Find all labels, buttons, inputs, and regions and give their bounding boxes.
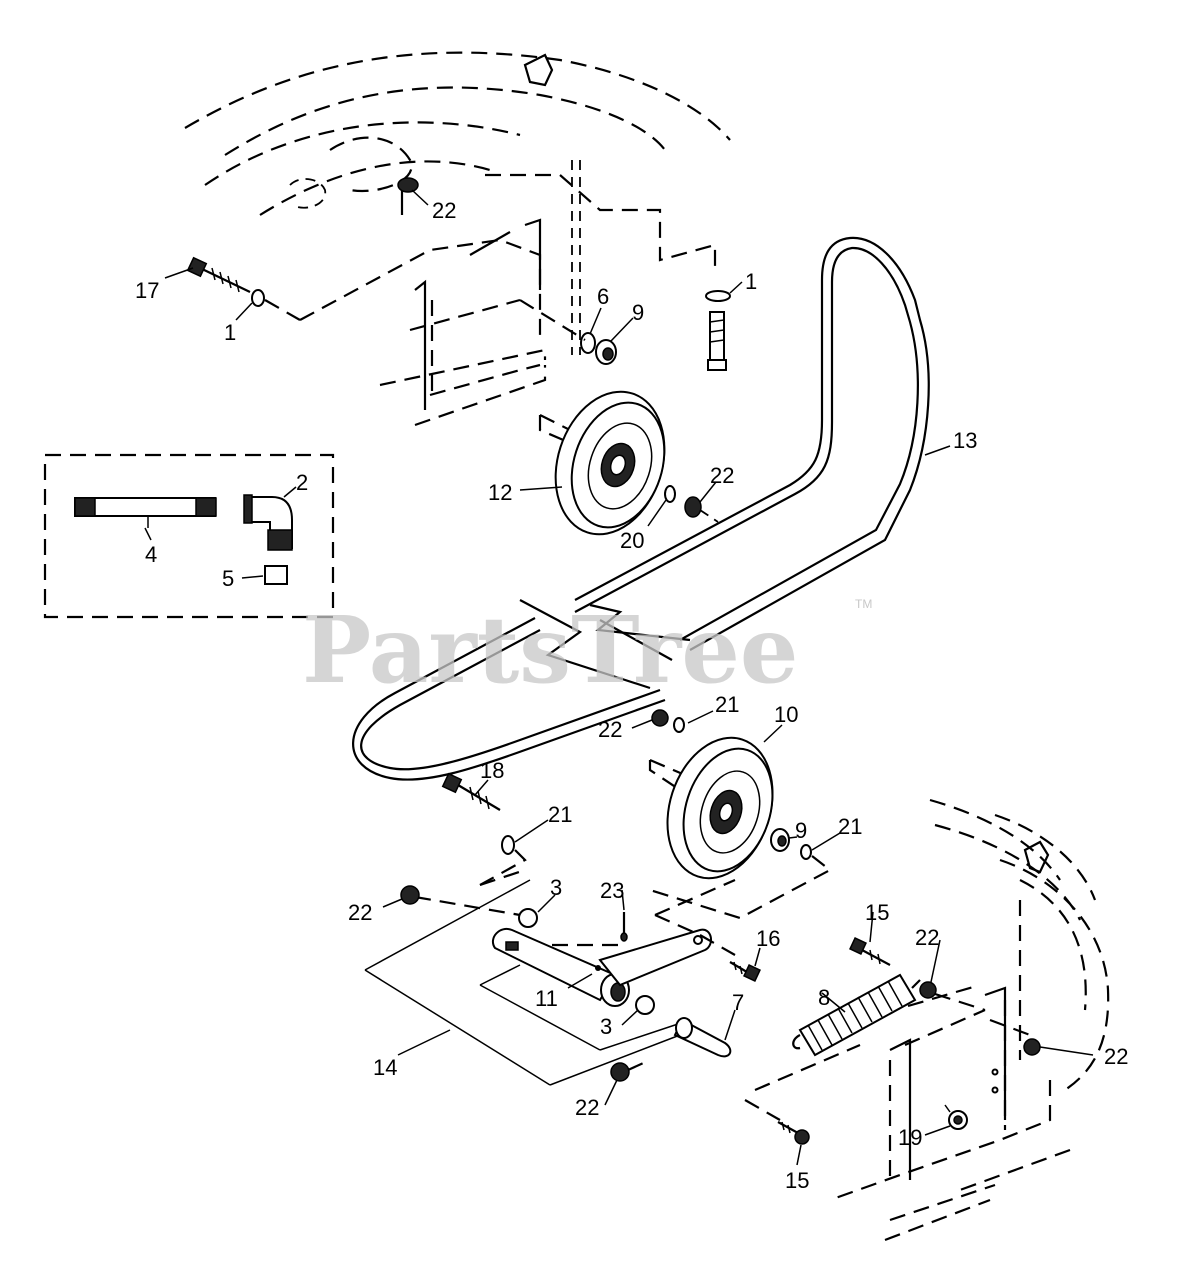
callout-14: 14 (373, 1055, 397, 1080)
nut-22-left (400, 885, 420, 905)
callout-18: 18 (480, 758, 504, 783)
nut-22-spring (919, 981, 937, 999)
spring-8 (792, 973, 921, 1057)
callout-3: 3 (600, 1014, 612, 1039)
callout-15: 15 (785, 1168, 809, 1193)
spacer-9-lower (770, 828, 790, 852)
callout-11: 11 (535, 986, 558, 1011)
watermark: PartsTree (302, 596, 798, 704)
callout-19: 19 (898, 1125, 922, 1150)
callout-labels: 22 17 1 6 9 1 13 2 4 5 12 22 20 22 21 10… (135, 198, 1128, 1193)
nut-19 (944, 1104, 968, 1130)
spacer-9-upper (595, 339, 617, 365)
upper-frame-outline (184, 51, 731, 437)
bolt-18 (441, 772, 501, 811)
pulley-10 (648, 736, 774, 880)
nut-22-upper-pulley-10 (651, 709, 669, 727)
bolt-17 (186, 256, 251, 293)
callout-3: 3 (550, 875, 562, 900)
callout-13: 13 (953, 428, 977, 453)
callout-1: 1 (745, 269, 757, 294)
washer-6 (580, 332, 596, 354)
pulley-12 (538, 390, 666, 536)
callout-7: 7 (732, 990, 744, 1015)
bolt-16 (729, 961, 761, 982)
callout-22: 22 (598, 717, 622, 742)
callout-9: 9 (632, 300, 644, 325)
callout-2: 2 (296, 470, 308, 495)
callout-15: 15 (865, 900, 889, 925)
washer-21-pulley-10-top (673, 717, 685, 733)
washer-21-pulley-10 (800, 844, 812, 860)
bolt-15-upper (849, 937, 891, 966)
callout-1: 1 (224, 320, 236, 345)
callout-8: 8 (818, 985, 830, 1010)
callout-22: 22 (432, 198, 456, 223)
lower-frame-outline (829, 798, 1110, 1242)
washer-21-bolt-18 (501, 835, 515, 855)
callout-21: 21 (548, 802, 572, 827)
callout-22: 22 (575, 1095, 599, 1120)
callout-16: 16 (756, 926, 780, 951)
callout-22: 22 (1104, 1044, 1128, 1069)
nut-22-pulley-12 (684, 496, 702, 518)
callout-6: 6 (597, 284, 609, 309)
nut-22-bottom (610, 1062, 630, 1082)
callout-22: 22 (915, 925, 939, 950)
bolt-15-lower (777, 1121, 810, 1145)
callout-22: 22 (710, 463, 734, 488)
nut-22-right (1023, 1038, 1041, 1056)
idler-arm-assembly (364, 868, 736, 1086)
callout-4: 4 (145, 542, 157, 567)
callout-17: 17 (135, 278, 159, 303)
callout-22: 22 (348, 900, 372, 925)
nut-22-top (397, 177, 419, 215)
callout-9: 9 (795, 818, 807, 843)
callout-20: 20 (620, 528, 644, 553)
bolt-1-right (705, 290, 731, 371)
washer-1-upper-left (251, 289, 265, 307)
callout-21: 21 (715, 692, 739, 717)
watermark-trademark: TM (855, 597, 872, 611)
fitting-kit-box (43, 453, 335, 619)
callout-21: 21 (838, 814, 862, 839)
leader-lines (144, 189, 1094, 1166)
washer-20 (664, 485, 676, 503)
callout-10: 10 (774, 702, 798, 727)
callout-23: 23 (600, 878, 624, 903)
callout-12: 12 (488, 480, 512, 505)
callout-5: 5 (222, 566, 234, 591)
belt-13 (352, 236, 930, 781)
